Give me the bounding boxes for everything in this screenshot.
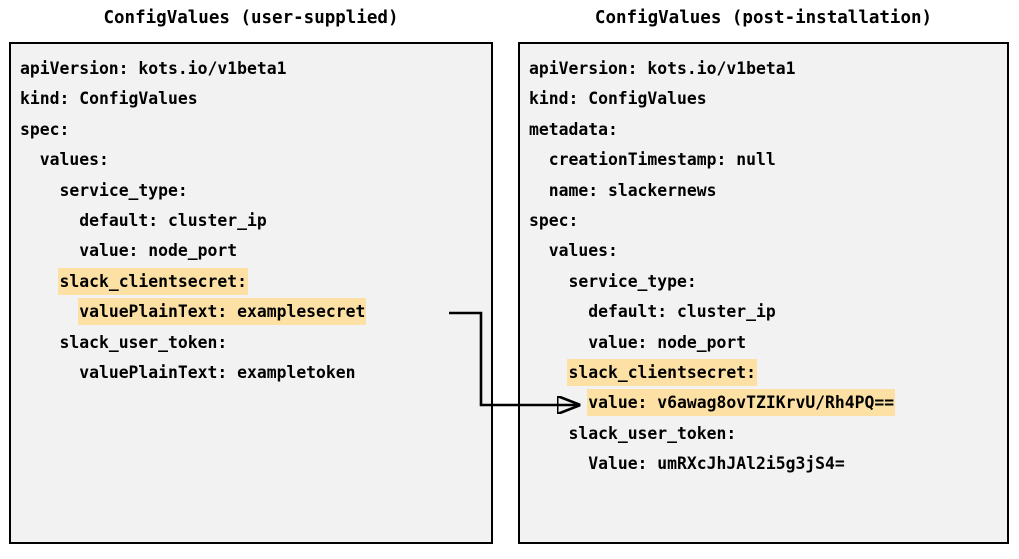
- code-line: slack_clientsecret:: [20, 267, 489, 297]
- code-indent: [20, 211, 79, 230]
- code-indent: [529, 181, 549, 200]
- code-indent: [529, 241, 549, 260]
- code-text: apiVersion: kots.io/v1beta1: [529, 59, 796, 78]
- code-text: service_type:: [59, 180, 188, 200]
- code-indent: [20, 333, 59, 352]
- code-text-highlighted: slack_clientsecret:: [59, 268, 247, 294]
- code-line: valuePlainText: exampletoken: [20, 358, 489, 388]
- code-text: creationTimestamp: null: [548, 150, 776, 170]
- code-lines-post-installation: apiVersion: kots.io/v1beta1 kind: ConfigV…: [529, 54, 1005, 479]
- code-line: values:: [529, 236, 1005, 266]
- code-text: value: node_port: [588, 332, 747, 352]
- code-line: value: node_port: [20, 236, 489, 266]
- code-text: value: node_port: [79, 241, 238, 261]
- code-text: kind: ConfigValues: [20, 89, 198, 109]
- code-indent: [529, 393, 588, 412]
- code-text-highlighted: value: v6awag8ovTZIKrvU/Rh4PQ==: [588, 390, 895, 416]
- code-indent: [529, 333, 588, 352]
- code-indent: [20, 150, 40, 169]
- code-line: kind: ConfigValues: [20, 84, 489, 114]
- code-box-post-installation: apiVersion: kots.io/v1beta1 kind: ConfigV…: [518, 42, 1009, 544]
- code-text: default: cluster_ip: [79, 210, 267, 230]
- code-text: valuePlainText: exampletoken: [79, 362, 356, 382]
- code-indent: [20, 181, 59, 200]
- code-line: spec:: [20, 115, 489, 145]
- code-line: Value: umRXcJhJAl2i5g3jS4=: [529, 449, 1005, 479]
- code-box-user-supplied: apiVersion: kots.io/v1beta1 kind: ConfigV…: [9, 42, 493, 544]
- code-text-highlighted: valuePlainText: examplesecret: [79, 299, 366, 325]
- code-line: service_type:: [529, 267, 1005, 297]
- code-indent: [20, 363, 79, 382]
- code-lines-user-supplied: apiVersion: kots.io/v1beta1 kind: ConfigV…: [20, 54, 489, 388]
- code-line: apiVersion: kots.io/v1beta1: [20, 54, 489, 84]
- code-line: spec:: [529, 206, 1005, 236]
- code-line: values:: [20, 145, 489, 175]
- code-text: values:: [39, 150, 109, 170]
- code-line: name: slackernews: [529, 176, 1005, 206]
- code-line: slack_user_token:: [20, 328, 489, 358]
- code-line: value: v6awag8ovTZIKrvU/Rh4PQ==: [529, 388, 1005, 418]
- code-line: default: cluster_ip: [20, 206, 489, 236]
- code-indent: [20, 272, 59, 291]
- code-text: spec:: [529, 210, 579, 230]
- code-line: valuePlainText: examplesecret: [20, 297, 489, 327]
- code-line: value: node_port: [529, 328, 1005, 358]
- code-indent: [20, 302, 79, 321]
- code-text: slack_user_token:: [568, 423, 737, 443]
- code-indent: [529, 302, 588, 321]
- code-indent: [529, 454, 588, 473]
- code-text: service_type:: [568, 271, 697, 291]
- code-indent: [529, 272, 568, 291]
- code-line: creationTimestamp: null: [529, 145, 1005, 175]
- code-line: default: cluster_ip: [529, 297, 1005, 327]
- code-text: metadata:: [529, 119, 618, 139]
- code-text: default: cluster_ip: [588, 302, 776, 322]
- code-indent: [20, 241, 79, 260]
- code-indent: [529, 150, 549, 169]
- code-line: metadata:: [529, 115, 1005, 145]
- code-line: service_type:: [20, 176, 489, 206]
- code-line: slack_user_token:: [529, 419, 1005, 449]
- code-line: apiVersion: kots.io/v1beta1: [529, 54, 1005, 84]
- code-text: Value: umRXcJhJAl2i5g3jS4=: [588, 454, 845, 474]
- code-text: name: slackernews: [548, 180, 717, 200]
- code-indent: [529, 424, 568, 443]
- code-text: values:: [548, 241, 618, 261]
- code-line: slack_clientsecret:: [529, 358, 1005, 388]
- panel-title-user-supplied: ConfigValues (user-supplied): [103, 8, 399, 28]
- panel-title-post-installation: ConfigValues (post-installation): [594, 8, 933, 28]
- code-indent: [529, 363, 568, 382]
- code-text: kind: ConfigValues: [529, 89, 707, 109]
- code-text: slack_user_token:: [59, 332, 228, 352]
- code-line: kind: ConfigValues: [529, 84, 1005, 114]
- code-text-highlighted: slack_clientsecret:: [568, 359, 756, 385]
- code-text: spec:: [20, 119, 70, 139]
- code-text: apiVersion: kots.io/v1beta1: [20, 59, 287, 78]
